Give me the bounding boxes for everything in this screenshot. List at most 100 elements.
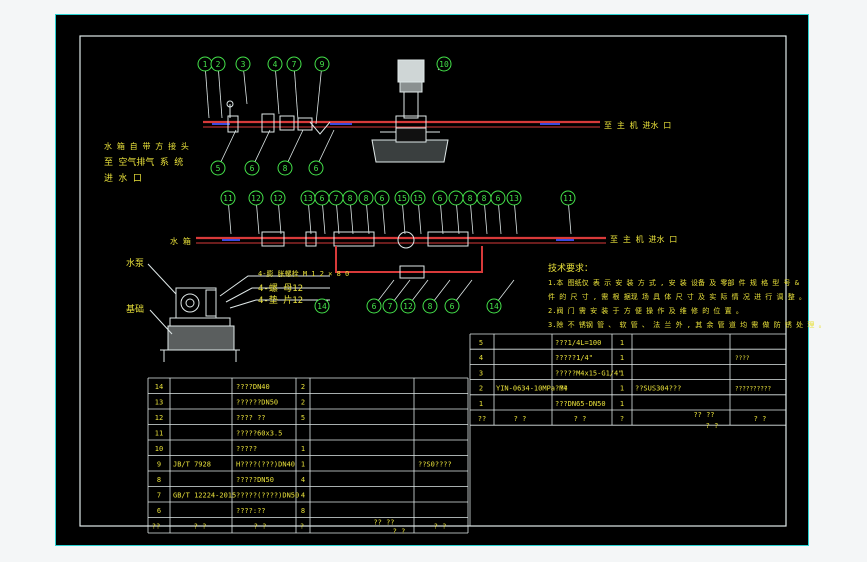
balloon: 6 <box>244 129 271 176</box>
label-top-left-3: 进 水 口 <box>104 174 142 184</box>
bom-right-name: ???1/4L=100 <box>555 339 601 347</box>
balloon-label: 11 <box>563 194 573 203</box>
top-pipeline <box>203 100 600 135</box>
bom-right-qty: 1 <box>620 339 624 347</box>
bom-left-footer: ? <box>300 523 304 531</box>
balloon: 8 <box>358 190 374 235</box>
pump-on-base <box>147 263 330 362</box>
label-base: 基础 <box>126 305 145 315</box>
balloon-label: 8 <box>364 194 369 203</box>
bom-right-no: 1 <box>479 400 483 408</box>
balloon-label: 14 <box>489 302 499 311</box>
tech-notes-title: 技术要求： <box>548 264 594 274</box>
tech-note-line: 2.阀 门 需 安 装 于 方 便 操 作 及 维 修 的 位 置 。 <box>548 307 743 315</box>
balloon: 6 <box>432 190 448 235</box>
bom-left-code: JB/T 7928 <box>173 461 211 469</box>
balloon-label: 5 <box>216 164 221 173</box>
bom-left-name: ?????DN50 <box>236 476 274 484</box>
balloon: 14 <box>314 298 330 314</box>
bom-left-qty: 2 <box>301 399 305 407</box>
balloon-label: 15 <box>413 194 423 203</box>
bom-right-qty: 1 <box>620 369 624 377</box>
balloon-label: 10 <box>439 60 449 69</box>
bom-left-no: 12 <box>155 414 163 422</box>
bom-left-footer: ? ? <box>434 523 447 531</box>
tech-notes: 技术要求： 1.本 图纸仅 表 示 安 装 方 式 , 安 装 设备 及 零部 … <box>548 262 826 332</box>
balloon: 15 <box>394 190 410 235</box>
balloon-label: 7 <box>292 60 297 69</box>
balloon-label: 7 <box>454 194 459 203</box>
balloon-label: 1 <box>203 60 208 69</box>
balloon-label: 12 <box>403 302 413 311</box>
balloon-label: 8 <box>348 194 353 203</box>
balloon: 14 <box>486 279 515 314</box>
balloon-label: 3 <box>241 60 246 69</box>
balloon-label: 11 <box>223 194 233 203</box>
bom-left-footer: ?? ?? <box>373 519 394 527</box>
bom-right-mat: ??SUS304??? <box>635 385 681 393</box>
drawing-sheet <box>55 14 809 546</box>
balloon: 6 <box>314 190 330 235</box>
bom-left-footer: ?? <box>152 523 160 531</box>
balloon-label: 6 <box>380 194 385 203</box>
balloon-label: 6 <box>314 164 319 173</box>
bom-left-name: ???? ?? <box>236 414 266 422</box>
balloon: 8 <box>342 190 358 235</box>
bom-left-name: H????(???)DN40 <box>236 461 295 469</box>
bom-left-name: ?????(????)DN50 <box>236 492 299 500</box>
tech-note-line: 3.除 不 锈钢 管 、 软 管 、 法 兰 外 , 其 余 管 道 均 需 做… <box>548 321 826 329</box>
callout-bolt: 4-膨 胀螺栓 M 1 2 × 8 0 <box>258 270 350 278</box>
balloon: 6 <box>374 190 390 235</box>
bom-right-footer: ?? ?? <box>693 411 714 419</box>
balloon: 13 <box>300 190 316 235</box>
bom-left-code: GB/T 12224-2015 <box>173 492 236 500</box>
label-top-right: 至 主 机 进水 口 <box>604 121 672 130</box>
balloon-label: 7 <box>334 194 339 203</box>
balloon-label: 12 <box>251 194 261 203</box>
bom-right-footer: ? ? <box>706 422 719 430</box>
bom-left-qty: 5 <box>301 414 305 422</box>
balloon: 6 <box>444 279 473 314</box>
bom-left-name: ?????60x3.5 <box>236 430 282 438</box>
vertical-pump-unit <box>371 59 449 163</box>
bom-left-no: 9 <box>157 461 161 469</box>
callout-washer: 4-垫 片12 <box>258 296 304 306</box>
balloon-label: 6 <box>320 194 325 203</box>
balloon-label: 6 <box>450 302 455 311</box>
balloon-label: 14 <box>317 302 327 311</box>
bom-right-qty: 1 <box>620 354 624 362</box>
bom-right-footer: ? ? <box>514 415 527 423</box>
bom-left-no: 13 <box>155 399 163 407</box>
balloon: 8 <box>476 190 492 235</box>
balloon: 13 <box>506 190 522 235</box>
tech-note-line: 1.本 图纸仅 表 示 安 装 方 式 , 安 装 设备 及 零部 件 规 格 … <box>548 279 799 287</box>
bom-right-no: 5 <box>479 339 483 347</box>
label-top-left-1: 水 箱 自 带 方 接 头 <box>104 142 189 151</box>
balloon-label: 13 <box>509 194 519 203</box>
bom-left-mat: ??S0???? <box>418 461 452 469</box>
label-mid-right: 至 主 机 进水 口 <box>610 235 678 244</box>
bom-right-extra: ?????????? <box>735 386 772 393</box>
bom-right-footer: ? <box>620 415 624 423</box>
bom-right-name: ??? <box>555 385 568 393</box>
label-top-left-2: 至 空气排气 系 统 <box>104 158 184 168</box>
bom-left-name: ????:?? <box>236 507 266 515</box>
balloon: 15 <box>410 190 426 235</box>
balloon: 8 <box>462 190 478 235</box>
bom-right-footer: ? ? <box>574 415 587 423</box>
balloon: 6 <box>490 190 506 235</box>
bom-left-no: 14 <box>155 383 163 391</box>
balloon-label: 12 <box>273 194 283 203</box>
bom-left-qty: 2 <box>301 383 305 391</box>
callout-nut: 4-螺 母12 <box>258 284 304 294</box>
bom-left-qty: 4 <box>301 492 305 500</box>
bom-left-qty: 1 <box>301 445 305 453</box>
balloon: 7 <box>448 190 464 235</box>
bom-left-no: 10 <box>155 445 163 453</box>
bom-left-no: 11 <box>155 430 163 438</box>
balloon-label: 15 <box>397 194 407 203</box>
label-mid-left: 水 箱 <box>170 237 191 246</box>
